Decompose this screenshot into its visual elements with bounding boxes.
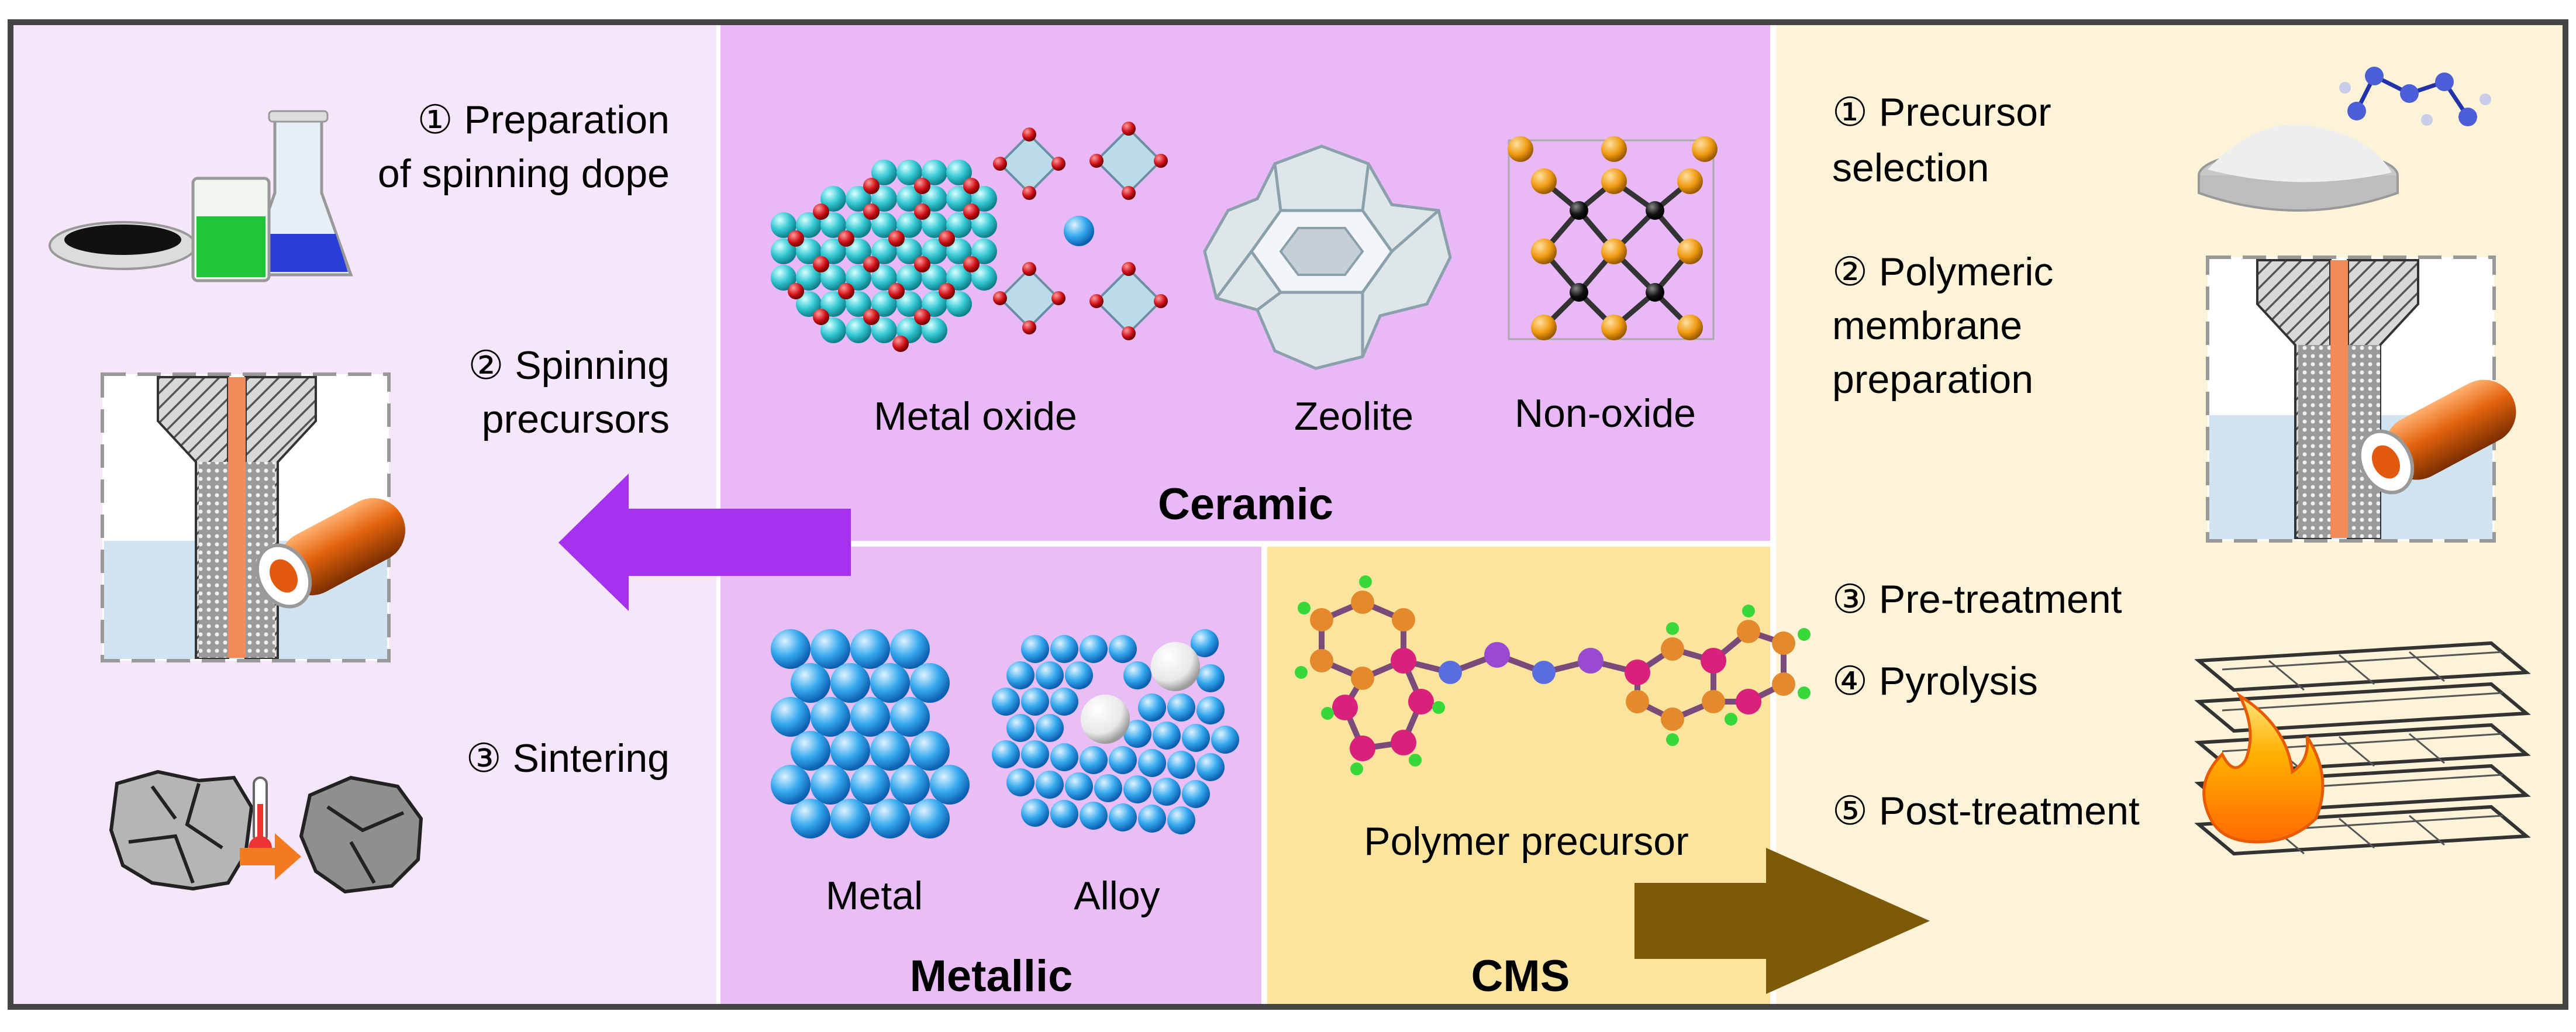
left-step-2-num: ② [468, 343, 504, 388]
left-step-1-num: ① [418, 98, 453, 142]
spinneret-icon [2206, 256, 2516, 543]
cms-item-polymer-precursor: Polymer precursor [1364, 819, 1689, 864]
metallic-title: Metallic [910, 951, 1073, 1001]
svg-text:③ Pre-treatment: ③ Pre-treatment [1832, 577, 2122, 622]
svg-text:⑤ Post-treatment: ⑤ Post-treatment [1832, 789, 2140, 833]
svg-text:② Polymeric: ② Polymeric [1832, 250, 2053, 294]
carbon-layers-flame-icon [2194, 641, 2531, 856]
left-step-3: ③ Sintering [466, 736, 670, 781]
polymer-molecule-icon [1295, 575, 1811, 775]
purple-arrow [558, 474, 851, 611]
metal-oxide-crystal-icon [771, 122, 1168, 352]
right-step-5-line1: Post-treatment [1879, 789, 2140, 833]
alloy-spheres-icon [992, 629, 1239, 834]
flask-beakers-icon [49, 110, 353, 282]
right-step-5: ⑤ Post-treatment [1832, 789, 2140, 833]
spinneret-icon [101, 372, 405, 662]
svg-text:① Precursor: ① Precursor [1832, 90, 2051, 134]
right-step-4-num: ④ [1832, 659, 1868, 703]
right-step-2-line1: Polymeric [1879, 250, 2054, 294]
sintering-icon [109, 769, 423, 894]
zeolite-framework-icon [1203, 144, 1452, 370]
svg-text:④ Pyrolysis: ④ Pyrolysis [1832, 659, 2038, 703]
right-step-1-num: ① [1832, 90, 1868, 134]
metallic-item-metal: Metal [826, 874, 923, 918]
left-step-2-line2: precursors [482, 397, 670, 441]
left-step-3-num: ③ [466, 736, 502, 781]
right-step-3-line1: Pre-treatment [1879, 577, 2122, 622]
metallic-panel-bg [720, 547, 1261, 1006]
ceramic-item-metal-oxide: Metal oxide [874, 394, 1077, 439]
left-step-1-line1: Preparation [464, 98, 670, 142]
left-step-1: ① Preparation of spinning dope [378, 98, 670, 196]
outer-frame [8, 19, 2568, 1010]
right-step-3: ③ Pre-treatment [1832, 577, 2122, 622]
ceramic-item-zeolite: Zeolite [1294, 394, 1413, 439]
svg-text:③ Sintering: ③ Sintering [466, 736, 670, 781]
metallic-item-alloy: Alloy [1074, 874, 1160, 918]
right-step-2-line3: preparation [1832, 357, 2033, 402]
right-step-2-num: ② [1832, 250, 1868, 294]
non-oxide-lattice-icon [1508, 136, 1718, 340]
ceramic-item-non-oxide: Non-oxide [1515, 391, 1696, 436]
ceramic-title: Ceramic [1158, 479, 1333, 529]
cms-title: CMS [1471, 951, 1570, 1001]
right-step-4: ④ Pyrolysis [1832, 659, 2038, 703]
left-step-3-line1: Sintering [513, 736, 670, 781]
right-step-1-line2: selection [1832, 146, 1989, 190]
powder-dish-icon [2198, 67, 2491, 212]
right-step-2-line2: membrane [1832, 303, 2022, 348]
left-step-2-line1: Spinning [515, 343, 670, 388]
svg-text:② Spinning: ② Spinning [468, 343, 670, 388]
left-step-2: ② Spinning precursors [468, 343, 670, 441]
right-step-1: ① Precursor selection [1832, 90, 2051, 190]
right-step-3-num: ③ [1832, 577, 1868, 622]
metal-spheres-icon [771, 629, 970, 838]
right-step-5-num: ⑤ [1832, 789, 1868, 833]
brown-arrow [1634, 848, 1930, 994]
right-step-4-line1: Pyrolysis [1879, 659, 2038, 703]
left-step-1-line2: of spinning dope [378, 151, 670, 196]
right-step-1-line1: Precursor [1879, 90, 2051, 134]
svg-text:① Preparation: ① Preparation [418, 98, 670, 142]
right-step-2: ② Polymeric membrane preparation [1832, 250, 2053, 402]
